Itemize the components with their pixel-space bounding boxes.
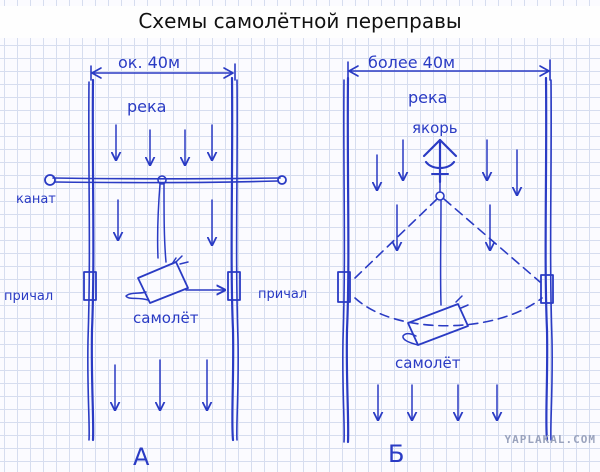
diagram-b: более 40м река якорь (258, 53, 554, 468)
page-title: Схемы самолётной переправы (0, 6, 600, 38)
ferry-b (402, 295, 469, 346)
current-arrows-a (115, 124, 212, 410)
ferry-label-a: самолёт (133, 309, 199, 327)
ferry-label-b: самолёт (395, 354, 461, 372)
width-label-a: ок. 40м (118, 53, 180, 72)
pier-label-b: причал (258, 287, 307, 302)
width-label-b: более 40м (368, 53, 455, 72)
swing-range-lines (354, 198, 543, 327)
pier-label-a: причал (4, 289, 53, 304)
river-label-a: река (127, 97, 166, 116)
pier-b-right (540, 274, 554, 304)
river-label-b: река (408, 88, 447, 107)
ferry-a (125, 255, 225, 304)
panel-label-a: А (133, 443, 150, 471)
rope-a (44, 174, 287, 186)
bank-b-left (342, 76, 350, 444)
rope-label: канат (16, 192, 56, 207)
anchor-label: якорь (412, 119, 458, 137)
current-arrows-b (377, 139, 517, 420)
tether-a (156, 183, 167, 263)
pier-a-left (83, 271, 97, 301)
panel-label-b: Б (388, 440, 404, 468)
watermark: YAPLAKAL.COM (504, 433, 596, 446)
width-dimension-b (347, 59, 551, 81)
anchor-icon (422, 138, 458, 201)
bank-a-right (230, 76, 239, 442)
diagram-a: ок. 40м река канат (4, 53, 287, 471)
bank-a-left (87, 78, 95, 442)
width-dimension-a (90, 63, 236, 81)
pier-b-left (337, 271, 351, 303)
bank-b-right (544, 76, 553, 442)
pier-a-right (227, 271, 241, 301)
